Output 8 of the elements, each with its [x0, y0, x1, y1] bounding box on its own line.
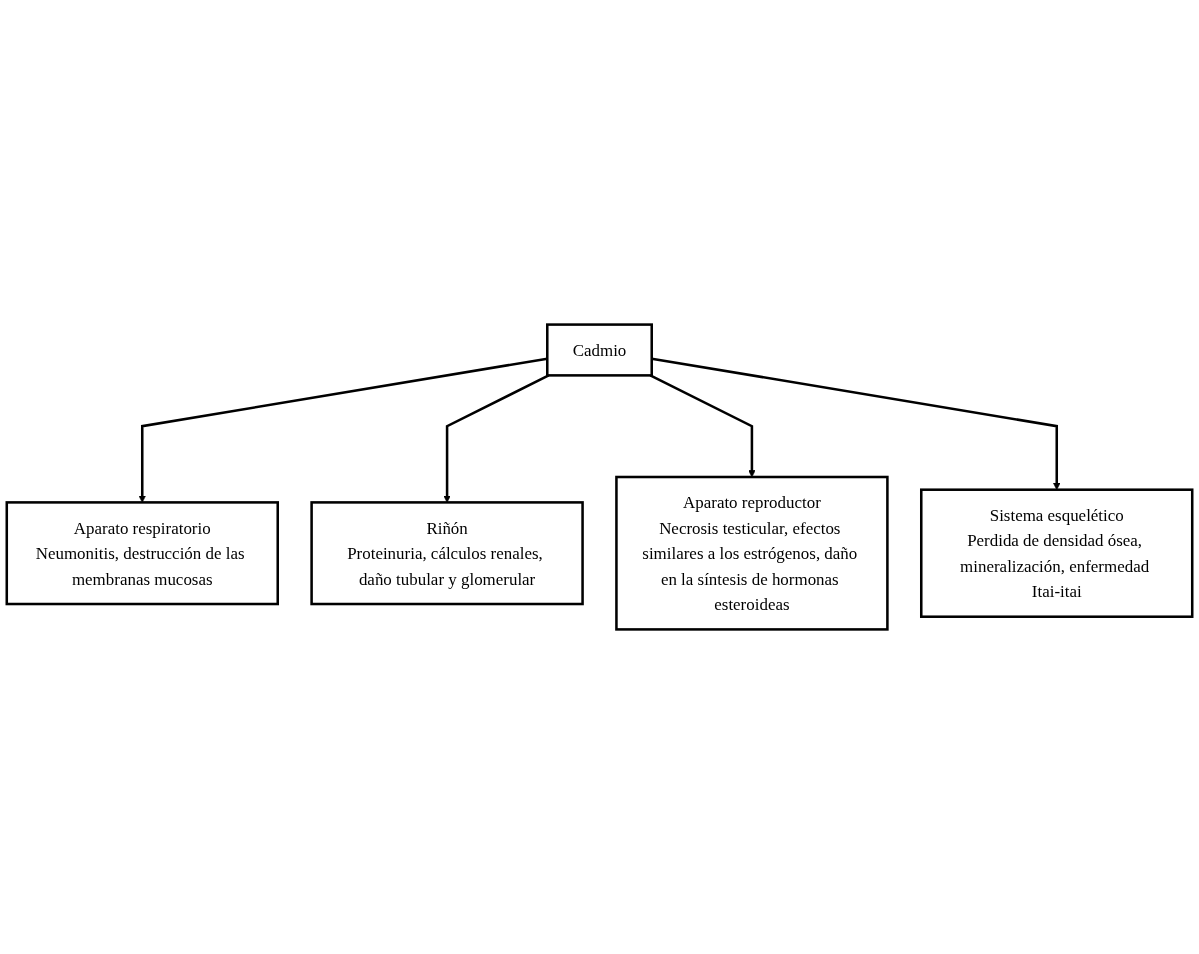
node-box: Aparato respiratorio Neumonitis, destrucción de las membranas mucosas [5, 501, 279, 606]
node-box: Cadmio [546, 323, 653, 377]
node-box: Aparato reproductor Necrosis testicular, efectos similares a los estrógenos, daño en la síntesis de hormonas esteroideas [615, 475, 889, 631]
node-box: Sistema esquelético Perdida de densidad ósea, mineralización, enfermedad Itai-itai [920, 488, 1194, 618]
arrow [443, 374, 550, 503]
node-box: Riñón Proteinuria, cálculos renales, daño tubular y glomerular [310, 501, 584, 606]
arrow [138, 357, 548, 503]
arrow [649, 374, 756, 478]
